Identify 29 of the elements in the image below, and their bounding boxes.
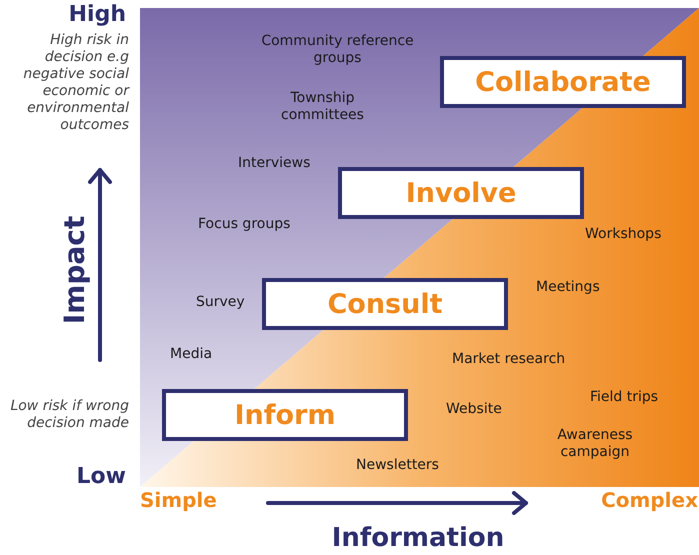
axis-title: Information — [330, 525, 506, 551]
stage-label: Collaborate — [475, 68, 651, 96]
axis-end-label: High — [68, 4, 126, 26]
method-label: Interviews — [238, 155, 310, 172]
method-label: Workshops — [585, 226, 662, 243]
stage-box — [262, 278, 508, 330]
axis-end-label: Complex — [600, 490, 698, 510]
stage-label: Involve — [406, 180, 516, 206]
method-label: Media — [170, 346, 212, 363]
method-label: Awareness campaign — [556, 427, 634, 461]
axis-note: Low risk if wrong decision made — [9, 398, 129, 432]
stage-label: Consult — [327, 290, 443, 318]
method-label: Community reference groups — [260, 33, 415, 67]
method-label: Website — [446, 401, 502, 418]
method-label: Market research — [452, 351, 566, 368]
stage-box — [440, 56, 686, 108]
method-label: Newsletters — [356, 457, 439, 474]
method-label: Field trips — [590, 389, 658, 406]
stage-box — [162, 389, 408, 441]
stage-box — [338, 167, 584, 219]
stage-label: Inform — [234, 402, 336, 428]
method-label: Meetings — [536, 279, 600, 296]
axis-end-label: Simple — [140, 490, 217, 510]
method-label: Survey — [196, 294, 245, 311]
axis-title: Impact — [61, 216, 89, 324]
method-label: Township committees — [280, 90, 365, 124]
axis-end-label: Low — [76, 466, 126, 488]
method-label: Focus groups — [198, 216, 290, 233]
axis-note: High risk in decision e.g negative social economic or environmental outcomes — [22, 32, 129, 134]
